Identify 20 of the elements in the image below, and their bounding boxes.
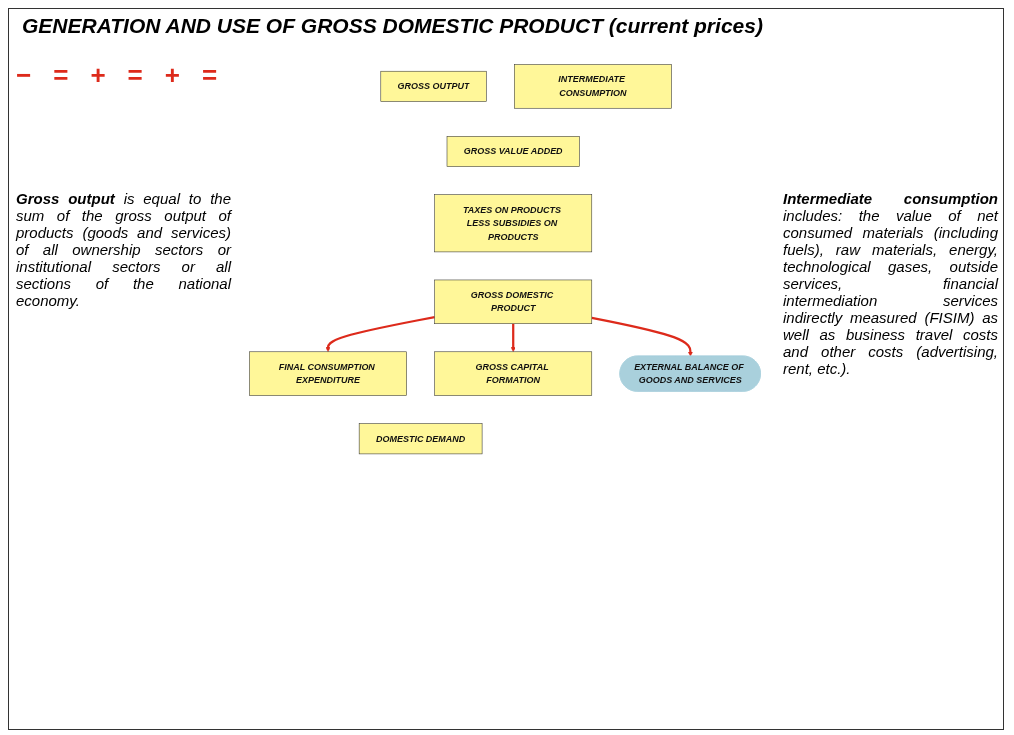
node-box: DOMESTIC DEMAND bbox=[358, 423, 483, 455]
operator-sign: = bbox=[201, 60, 218, 91]
operator-sign: = bbox=[127, 60, 143, 91]
description-text: Intermediate consumption includes: the value of net consumed materials (including fuels), raw materials, energy, technological gases, outside services, financial intermediation services indirectly measured (FISIM) as well as business travel costs and other costs (advertising, rent, etc.). bbox=[783, 190, 998, 377]
node-box: GROSS CAPITAL FORMATION bbox=[434, 351, 593, 396]
node-box: GROSS OUTPUT bbox=[380, 70, 487, 102]
arrow bbox=[325, 316, 435, 352]
arrow bbox=[591, 316, 693, 357]
operator-sign: = bbox=[53, 60, 69, 91]
operator-sign: + bbox=[90, 60, 106, 91]
description-text: Gross output is equal to the sum of the gross output of products (goods and services) of all ownership sectors or institutional sectors or all sections of the national economy. bbox=[16, 190, 231, 309]
node-box: FINAL CONSUMPTION EXPENDITURE bbox=[249, 351, 407, 396]
operator-sign: + bbox=[164, 60, 180, 91]
diagram-title: GENERATION AND USE OF GROSS DOMESTIC PRODUCT (current prices) bbox=[22, 14, 763, 38]
node-box: GROSS DOMESTIC PRODUCT bbox=[434, 279, 593, 324]
arrow bbox=[510, 323, 516, 352]
node-box: TAXES ON PRODUCTS LESS SUBSIDIES ON PRODUCTS bbox=[434, 194, 593, 253]
operator-sign: − bbox=[16, 60, 32, 91]
node-box: GROSS VALUE ADDED bbox=[446, 136, 580, 167]
node-box: INTERMEDIATE CONSUMPTION bbox=[514, 64, 672, 109]
